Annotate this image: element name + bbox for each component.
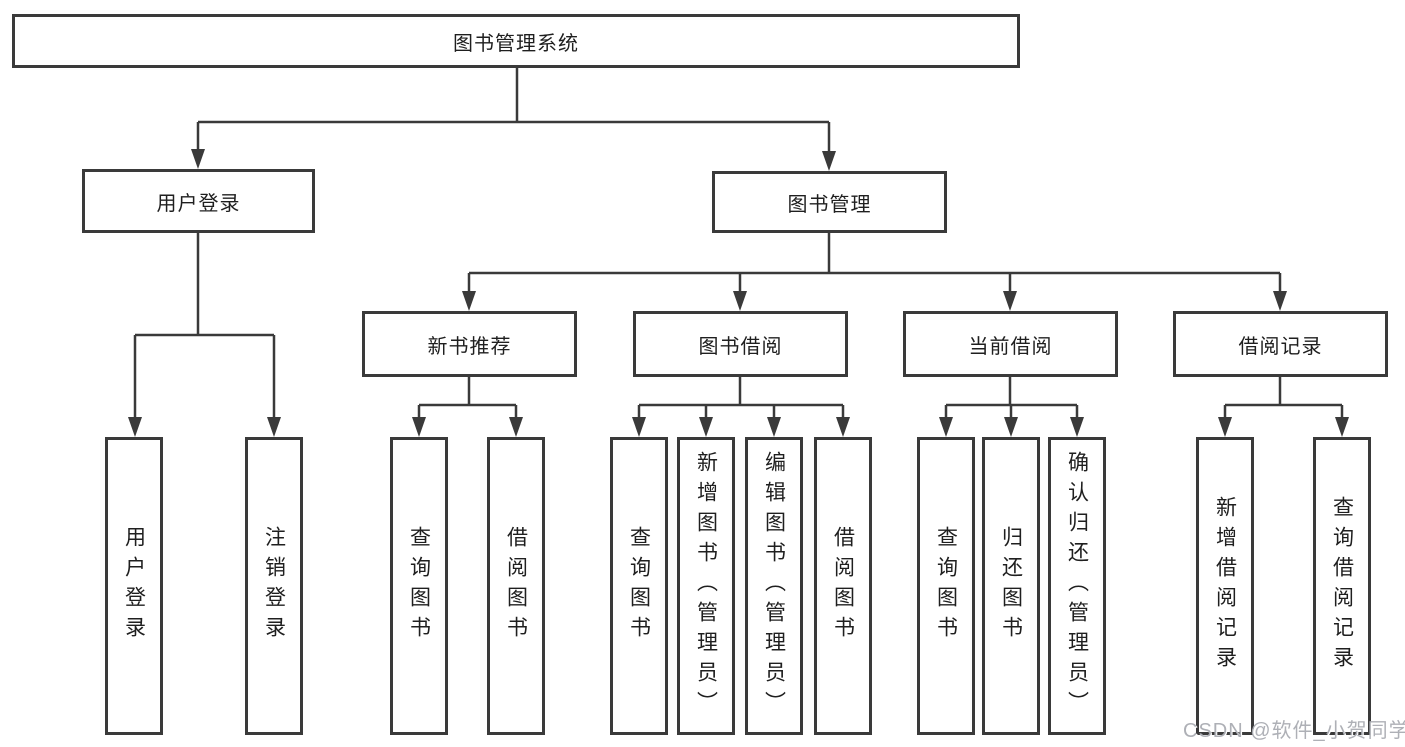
node-label: 归还图书 bbox=[999, 526, 1023, 646]
node-label: 注销登录 bbox=[262, 526, 286, 646]
connector-borrow-to-children bbox=[637, 377, 845, 419]
leaf-add-borrow-record: 新增借阅记录 bbox=[1196, 437, 1254, 735]
arrowheads bbox=[128, 149, 1349, 437]
arrowhead bbox=[822, 151, 836, 171]
leaf-borrow-books-recommend: 借阅图书 bbox=[487, 437, 545, 735]
connector-bookmgmt-to-level3 bbox=[467, 233, 1282, 293]
leaf-edit-book-admin: 编辑图书（管理员） bbox=[745, 437, 803, 735]
arrowhead bbox=[267, 417, 281, 437]
node-label: 借阅图书 bbox=[831, 526, 855, 646]
node-label: 图书管理系统 bbox=[453, 32, 579, 55]
leaf-borrow-books: 借阅图书 bbox=[814, 437, 872, 735]
node-label: 新增借阅记录 bbox=[1213, 496, 1237, 676]
node-label: 借阅记录 bbox=[1238, 335, 1323, 358]
leaf-confirm-return-admin: 确认归还（管理员） bbox=[1048, 437, 1106, 735]
connector-newbooks-to-children bbox=[417, 377, 518, 419]
node-label: 借阅图书 bbox=[504, 526, 528, 646]
arrowhead bbox=[699, 417, 713, 437]
node-label: 新增图书（管理员） bbox=[694, 451, 718, 721]
leaf-logout: 注销登录 bbox=[245, 437, 303, 735]
leaf-add-book-admin: 新增图书（管理员） bbox=[677, 437, 735, 735]
connector-userlogin-to-children bbox=[133, 233, 276, 419]
node-new-book-recommend: 新书推荐 bbox=[362, 311, 577, 377]
node-book-borrowing: 图书借阅 bbox=[633, 311, 848, 377]
node-label: 新书推荐 bbox=[427, 335, 512, 358]
arrowhead bbox=[1273, 291, 1287, 311]
node-label: 图书借阅 bbox=[698, 335, 783, 358]
arrowhead bbox=[1003, 291, 1017, 311]
leaf-query-books-recommend: 查询图书 bbox=[390, 437, 448, 735]
arrowhead bbox=[1004, 417, 1018, 437]
leaf-query-books-borrow: 查询图书 bbox=[610, 437, 668, 735]
node-label: 用户登录 bbox=[156, 192, 241, 215]
node-label: 查询图书 bbox=[934, 526, 958, 646]
node-label: 当前借阅 bbox=[968, 335, 1053, 358]
csdn-watermark: CSDN @软件_小贺同学 bbox=[1183, 720, 1405, 742]
node-borrowing-records: 借阅记录 bbox=[1173, 311, 1388, 377]
arrowhead bbox=[191, 149, 205, 169]
arrowhead bbox=[733, 291, 747, 311]
arrowhead bbox=[412, 417, 426, 437]
connector-current-to-children bbox=[944, 377, 1079, 419]
connector-records-to-children bbox=[1223, 377, 1344, 419]
node-book-management-module: 图书管理 bbox=[712, 171, 947, 233]
arrowhead bbox=[1070, 417, 1084, 437]
arrowhead bbox=[1335, 417, 1349, 437]
leaf-query-borrow-record: 查询借阅记录 bbox=[1313, 437, 1371, 735]
node-label: 查询借阅记录 bbox=[1330, 496, 1354, 676]
arrowhead bbox=[1218, 417, 1232, 437]
node-current-borrowing: 当前借阅 bbox=[903, 311, 1118, 377]
node-root-system: 图书管理系统 bbox=[12, 14, 1020, 68]
node-label: 编辑图书（管理员） bbox=[762, 451, 786, 721]
leaf-user-login: 用户登录 bbox=[105, 437, 163, 735]
arrowhead bbox=[767, 417, 781, 437]
arrowhead bbox=[509, 417, 523, 437]
leaf-return-books: 归还图书 bbox=[982, 437, 1040, 735]
arrowhead bbox=[462, 291, 476, 311]
connector-root-to-level2 bbox=[196, 68, 831, 153]
arrowhead bbox=[939, 417, 953, 437]
connector-lines bbox=[133, 68, 1344, 419]
leaf-query-books-current: 查询图书 bbox=[917, 437, 975, 735]
arrowhead bbox=[128, 417, 142, 437]
arrowhead bbox=[632, 417, 646, 437]
node-label: 图书管理 bbox=[787, 193, 872, 216]
node-label: 查询图书 bbox=[407, 526, 431, 646]
node-label: 确认归还（管理员） bbox=[1065, 451, 1089, 721]
node-user-login-module: 用户登录 bbox=[82, 169, 315, 233]
node-label: 用户登录 bbox=[122, 526, 146, 646]
node-label: 查询图书 bbox=[627, 526, 651, 646]
arrowhead bbox=[836, 417, 850, 437]
